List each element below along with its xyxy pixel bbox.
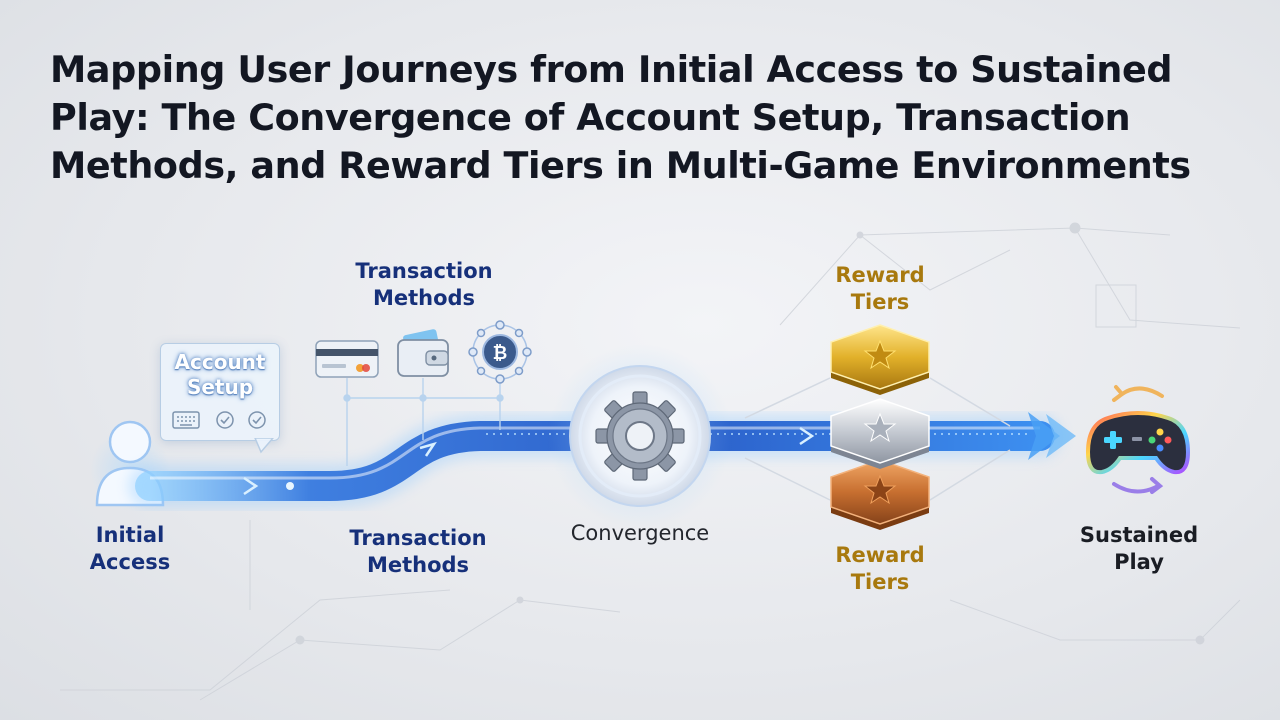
account-setup-label: Account Setup xyxy=(174,350,266,399)
credit-card-icon xyxy=(315,340,379,378)
check-circle-icon xyxy=(248,411,266,429)
bitcoin-network-icon: ₿ xyxy=(468,320,532,384)
background-network xyxy=(60,222,1241,701)
gold-star-badge-icon xyxy=(830,324,930,395)
bronze-star-badge-icon xyxy=(830,459,930,530)
silver-star-badge-icon xyxy=(830,398,930,469)
wallet-icon xyxy=(397,329,449,377)
transaction-methods-top-label: Transaction Methods xyxy=(355,259,493,310)
keyboard-icon xyxy=(172,411,200,429)
callout-pointer xyxy=(254,438,274,454)
account-setup-icons xyxy=(172,411,266,429)
cycle-arrows-icon xyxy=(1112,385,1164,494)
reward-tiers-bottom-label: Reward Tiers xyxy=(835,543,925,594)
account-setup-card: Account Setup xyxy=(160,343,280,454)
transaction-connectors xyxy=(343,378,504,466)
sustained-play-label: Sustained Play xyxy=(1079,523,1199,574)
reward-connectors xyxy=(744,377,1011,501)
transaction-methods-bottom-label: Transaction Methods xyxy=(349,526,487,577)
convergence-label: Convergence xyxy=(570,521,710,545)
initial-access-label: Initial Access xyxy=(89,523,171,574)
flow-path xyxy=(128,412,1076,508)
convergence-gear-icon xyxy=(548,344,732,528)
reward-tiers-top-label: Reward Tiers xyxy=(835,263,925,314)
gamepad-icon xyxy=(1085,411,1191,475)
page-title: Mapping User Journeys from Initial Acces… xyxy=(50,48,1191,187)
svg-text:₿: ₿ xyxy=(493,343,508,364)
check-circle-icon xyxy=(216,411,234,429)
